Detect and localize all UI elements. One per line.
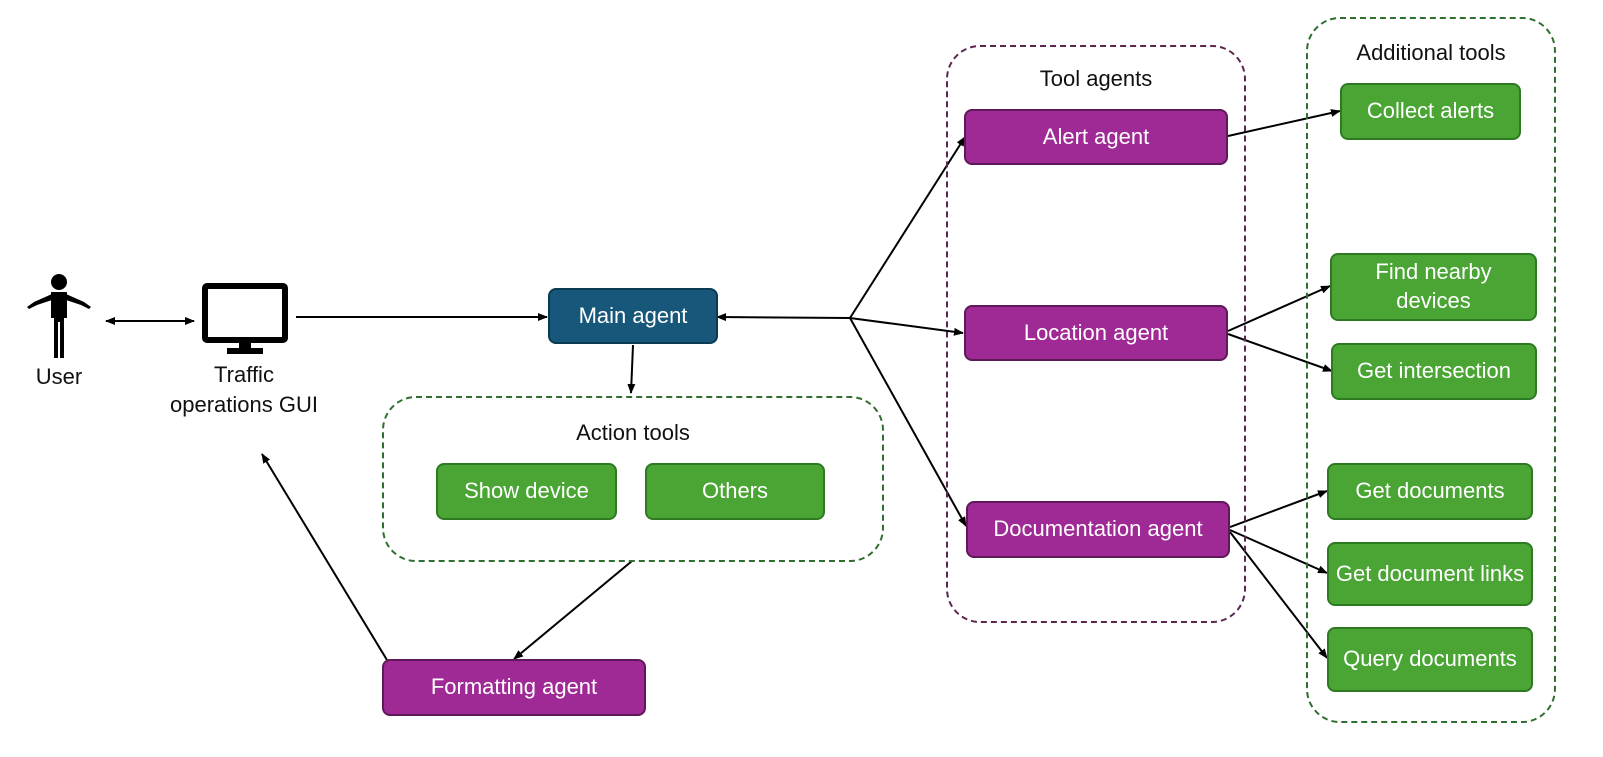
edge-hub-main-agent [716, 313, 851, 322]
edge-hub-alert-agent [849, 136, 966, 319]
edge-doc-get-links [1229, 529, 1328, 574]
user-label: User [35, 364, 83, 389]
show-device-node: Show device [436, 463, 617, 520]
edge-hub-location-agent [849, 317, 964, 336]
main-agent-node: Main agent [548, 288, 718, 344]
formatting-agent-node: Formatting agent [382, 659, 646, 716]
alert-agent-node: Alert agent [964, 109, 1228, 165]
get-document-links-node: Get document links [1327, 542, 1533, 606]
edge-formatting-agent-gui [261, 453, 388, 661]
find-nearby-devices-node: Find nearby devices [1330, 253, 1537, 321]
query-documents-node: Query documents [1327, 627, 1533, 692]
person-icon [27, 274, 91, 358]
edge-main-agent-action-tools [627, 344, 636, 394]
edge-doc-query [1229, 531, 1328, 659]
documentation-agent-node: Documentation agent [966, 501, 1230, 558]
additional-tools-group: Additional tools [1306, 17, 1556, 723]
additional-tools-title: Additional tools [1356, 40, 1506, 65]
monitor-icon [202, 283, 288, 354]
location-agent-node: Location agent [964, 305, 1228, 361]
edge-action-tools-formatting-agent [513, 560, 633, 660]
action-tools-group: Action tools [382, 396, 884, 562]
others-node: Others [645, 463, 825, 520]
get-intersection-node: Get intersection [1331, 343, 1537, 400]
tool-agents-title: Tool agents [1039, 66, 1153, 91]
gui-label: Traffic operations GUI [170, 362, 318, 417]
collect-alerts-node: Collect alerts [1340, 83, 1521, 140]
edge-doc-get-documents [1229, 490, 1328, 528]
action-tools-title: Action tools [576, 420, 690, 445]
tool-agents-group: Tool agents [946, 45, 1246, 623]
edge-alert-collect [1227, 109, 1341, 137]
get-documents-node: Get documents [1327, 463, 1533, 520]
